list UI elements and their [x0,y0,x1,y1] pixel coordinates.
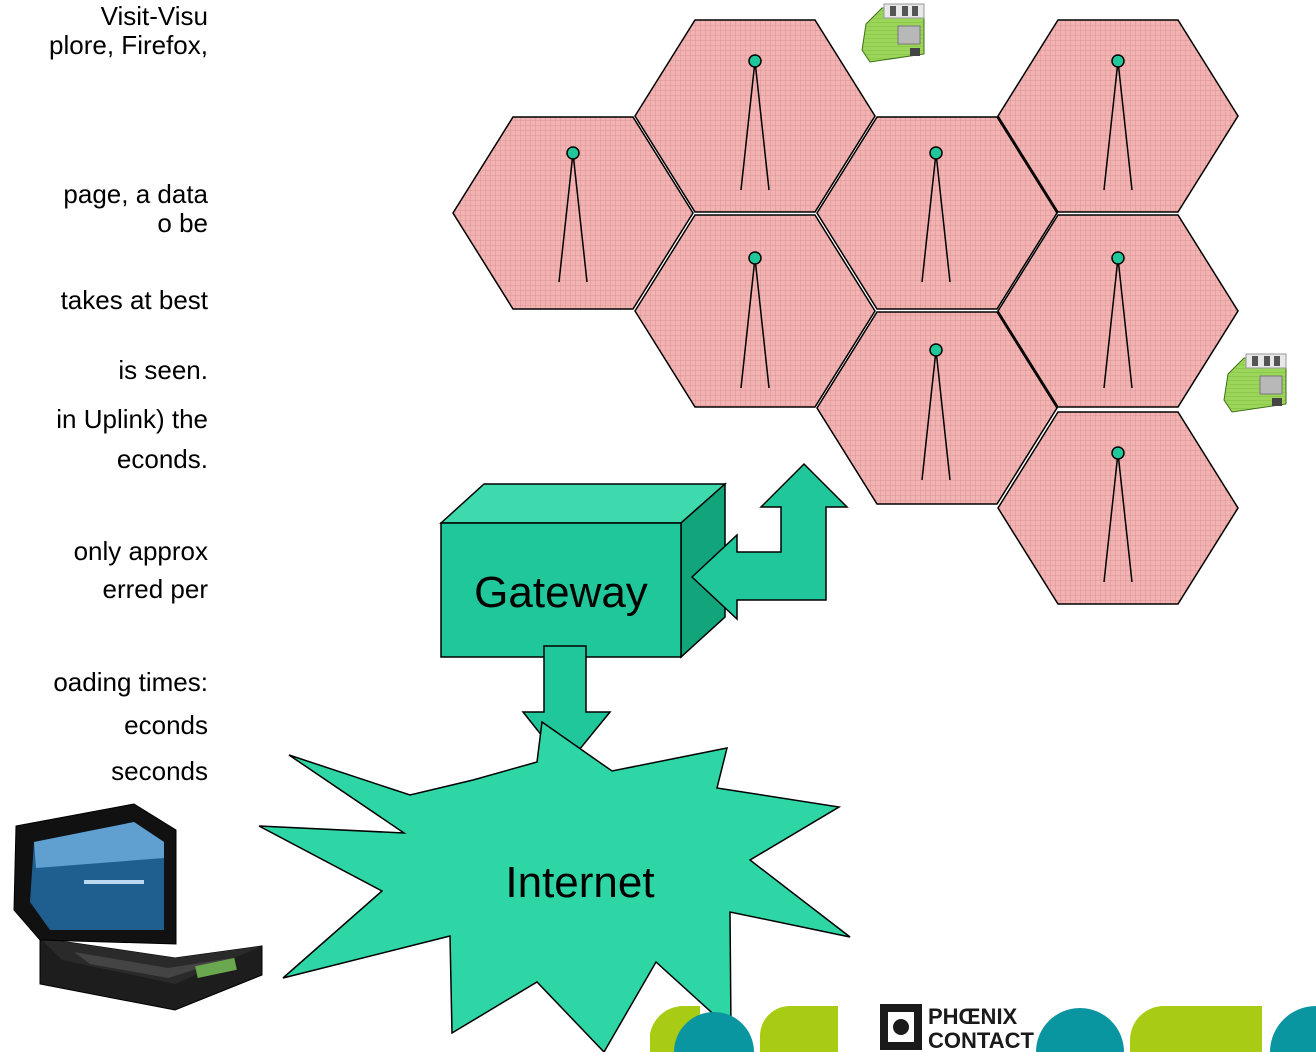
antenna-icon [921,146,951,283]
text-line: oading times: [53,667,208,697]
text-line: econds. [116,444,208,474]
phoenix-contact-logo: PHŒNIX CONTACT [880,1004,1034,1052]
text-line: plore, Firefox, [49,30,208,60]
antenna-icon [1103,446,1133,583]
text-line: page, a data [63,179,208,209]
gateway-label: Gateway [474,568,648,617]
antenna-icon [1103,54,1133,191]
gateway-box: Gateway [439,482,727,659]
brand-line-2: CONTACT [928,1028,1034,1052]
text-line: econds [124,710,208,740]
brand-line-1: PHŒNIX [928,1004,1018,1029]
internet-burst: Internet [258,720,851,1052]
text-line: Visit-Visu [100,1,208,31]
field-device-icon [861,3,925,63]
text-line: o be [157,208,208,238]
wireless-cell [452,116,694,310]
wireless-cell [816,116,1058,310]
text-line: only approx [73,536,208,566]
laptop-icon [13,803,263,1011]
internet-label: Internet [505,858,654,907]
wireless-cell [997,411,1239,605]
wireless-cell [634,214,876,408]
wireless-cell [997,19,1239,213]
text-line: is seen. [118,355,208,385]
text-line: in Uplink) the [56,404,208,434]
antenna-icon [740,251,770,389]
text-line: seconds [111,756,208,786]
antenna-icon [740,54,770,191]
antenna-icon [558,146,588,283]
text-line: erred per [102,574,209,604]
wireless-cell [997,214,1239,408]
antenna-icon [1103,251,1133,389]
text-line: takes at best [60,285,208,315]
field-device-icon [1223,353,1287,413]
wireless-cell [816,311,1058,505]
antenna-icon [921,343,951,481]
coverage-cells [452,19,1239,605]
slide-body-text: Visit-Visu plore, Firefox, page, a data … [0,0,260,800]
uplink-arrow [690,462,849,621]
wireless-cell [634,19,876,213]
brand-footer: PHŒNIX CONTACT [650,1004,1316,1052]
